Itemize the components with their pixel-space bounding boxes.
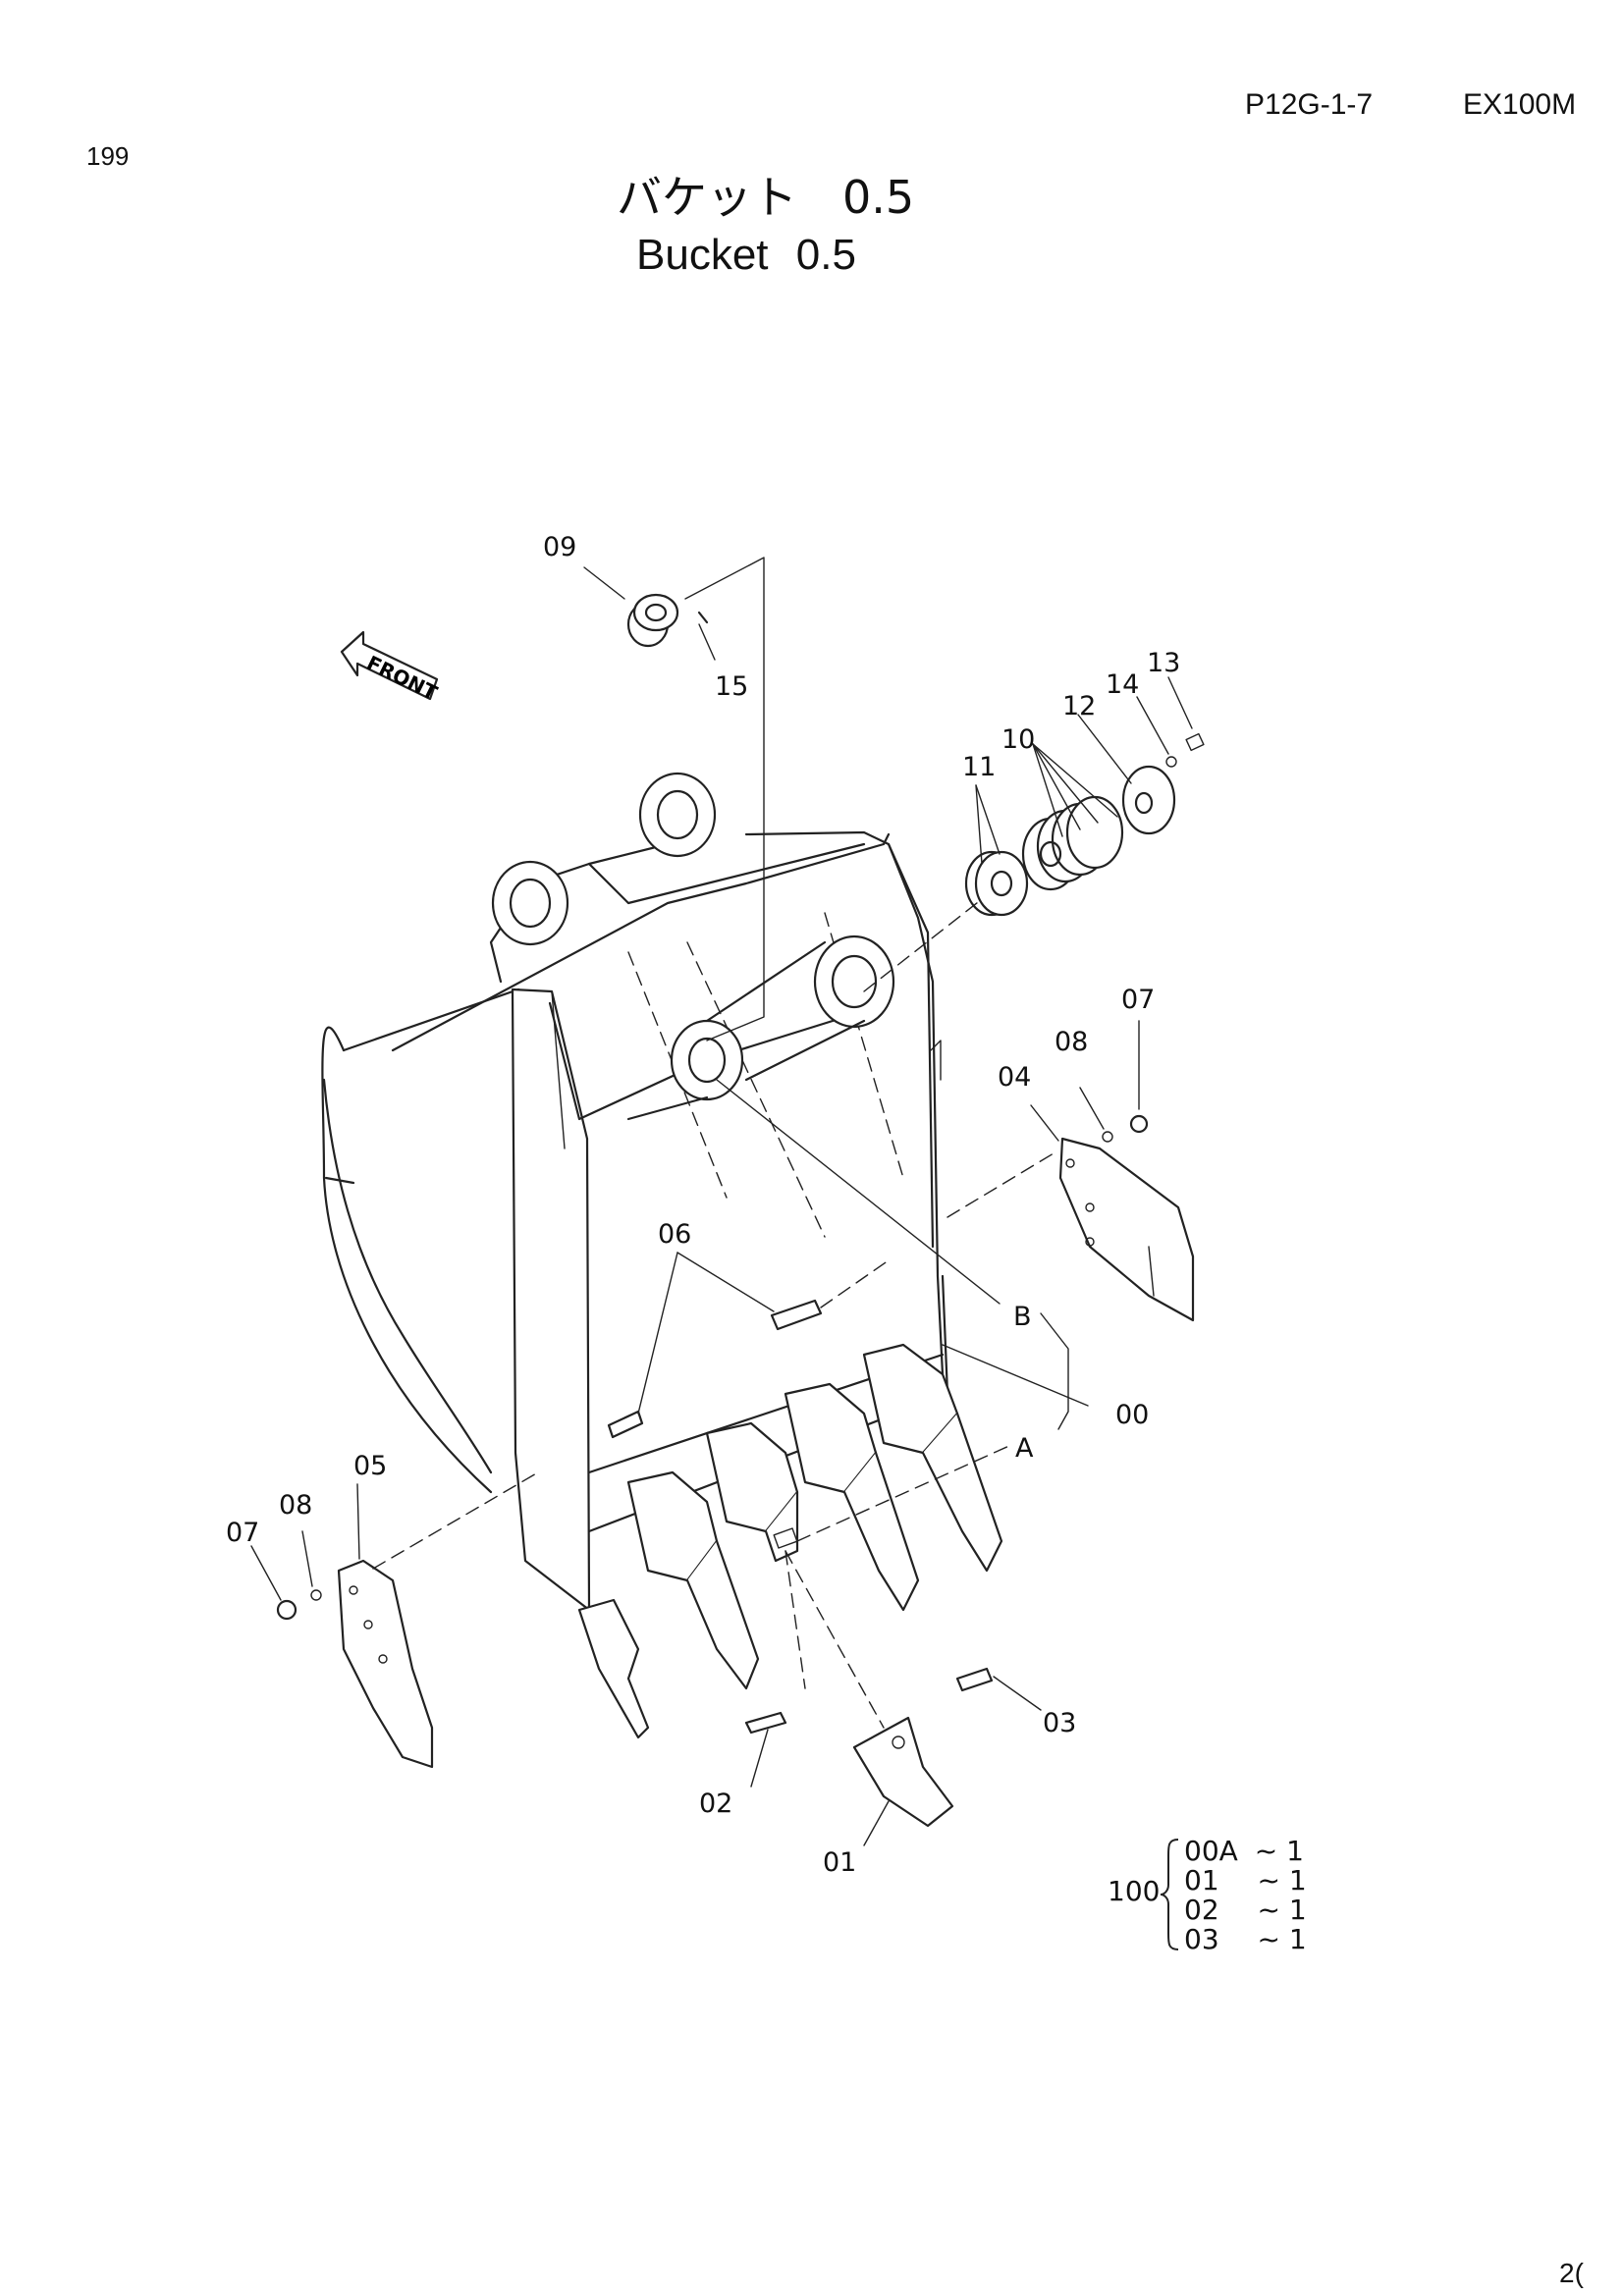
kit-item-1-qty: ~ 1 — [1254, 1835, 1304, 1867]
callout-08-right: 08 — [1055, 1027, 1089, 1057]
callout-13: 13 — [1147, 648, 1181, 678]
callout-00: 00 — [1115, 1400, 1150, 1430]
callout-14: 14 — [1106, 669, 1140, 700]
front-label: FRONT — [363, 651, 442, 705]
kit-brace — [1160, 1839, 1179, 1950]
callout-12: 12 — [1062, 691, 1097, 721]
kit-number: 100 — [1108, 1875, 1161, 1907]
leader-lines — [250, 557, 1193, 1846]
callout-10: 10 — [1001, 724, 1036, 755]
kit-item-1: 00A ~ 1 — [1184, 1838, 1304, 1865]
side-cutter-right — [1058, 1137, 1195, 1322]
kit-item-3-qty: ~ 1 — [1257, 1894, 1307, 1926]
side-cutter-left — [337, 1559, 434, 1769]
pin-bosses — [489, 772, 895, 1121]
title-english: Bucket 0.5 — [636, 234, 856, 277]
callout-05: 05 — [353, 1451, 388, 1481]
kit-item-3: 02 ~ 1 — [1184, 1896, 1307, 1924]
title-english-word: Bucket — [636, 231, 769, 279]
callout-08-left: 08 — [279, 1490, 313, 1521]
bucket-body — [321, 830, 949, 1612]
kit-item-4-part: 03 — [1184, 1923, 1219, 1955]
callout-06: 06 — [658, 1219, 692, 1250]
page-number: 199 — [86, 141, 130, 171]
kit-item-4-qty: ~ 1 — [1257, 1923, 1307, 1955]
kit-item-3-part: 02 — [1184, 1894, 1219, 1926]
callout-09: 09 — [543, 532, 577, 562]
kit-item-2-part: 01 — [1184, 1864, 1219, 1896]
loose-parts — [276, 593, 1205, 1828]
title-english-value: 0.5 — [795, 231, 856, 279]
kit-item-1-part: 00A — [1184, 1835, 1238, 1867]
callout-04: 04 — [998, 1062, 1032, 1093]
callout-15: 15 — [715, 671, 749, 702]
callout-01: 01 — [823, 1847, 857, 1878]
callout-02: 02 — [699, 1789, 733, 1819]
model-number: EX100M — [1463, 88, 1577, 121]
callout-07-right: 07 — [1121, 985, 1156, 1015]
kit-item-2: 01 ~ 1 — [1184, 1867, 1307, 1895]
corner-page-number: 2( — [1559, 2258, 1584, 2288]
callout-A: A — [1015, 1433, 1034, 1464]
callout-B: B — [1013, 1302, 1032, 1332]
callout-03: 03 — [1043, 1708, 1077, 1738]
callout-11: 11 — [962, 752, 997, 782]
title-japanese: バケット 0.5 — [617, 171, 915, 224]
bucket-teeth — [577, 1343, 1003, 1739]
front-arrow-icon: FRONT — [340, 630, 442, 705]
kit-item-2-qty: ~ 1 — [1257, 1864, 1307, 1896]
page-code: P12G-1-7 — [1245, 88, 1374, 121]
kit-item-4: 03 ~ 1 — [1184, 1926, 1307, 1953]
callout-07-left: 07 — [226, 1518, 260, 1548]
